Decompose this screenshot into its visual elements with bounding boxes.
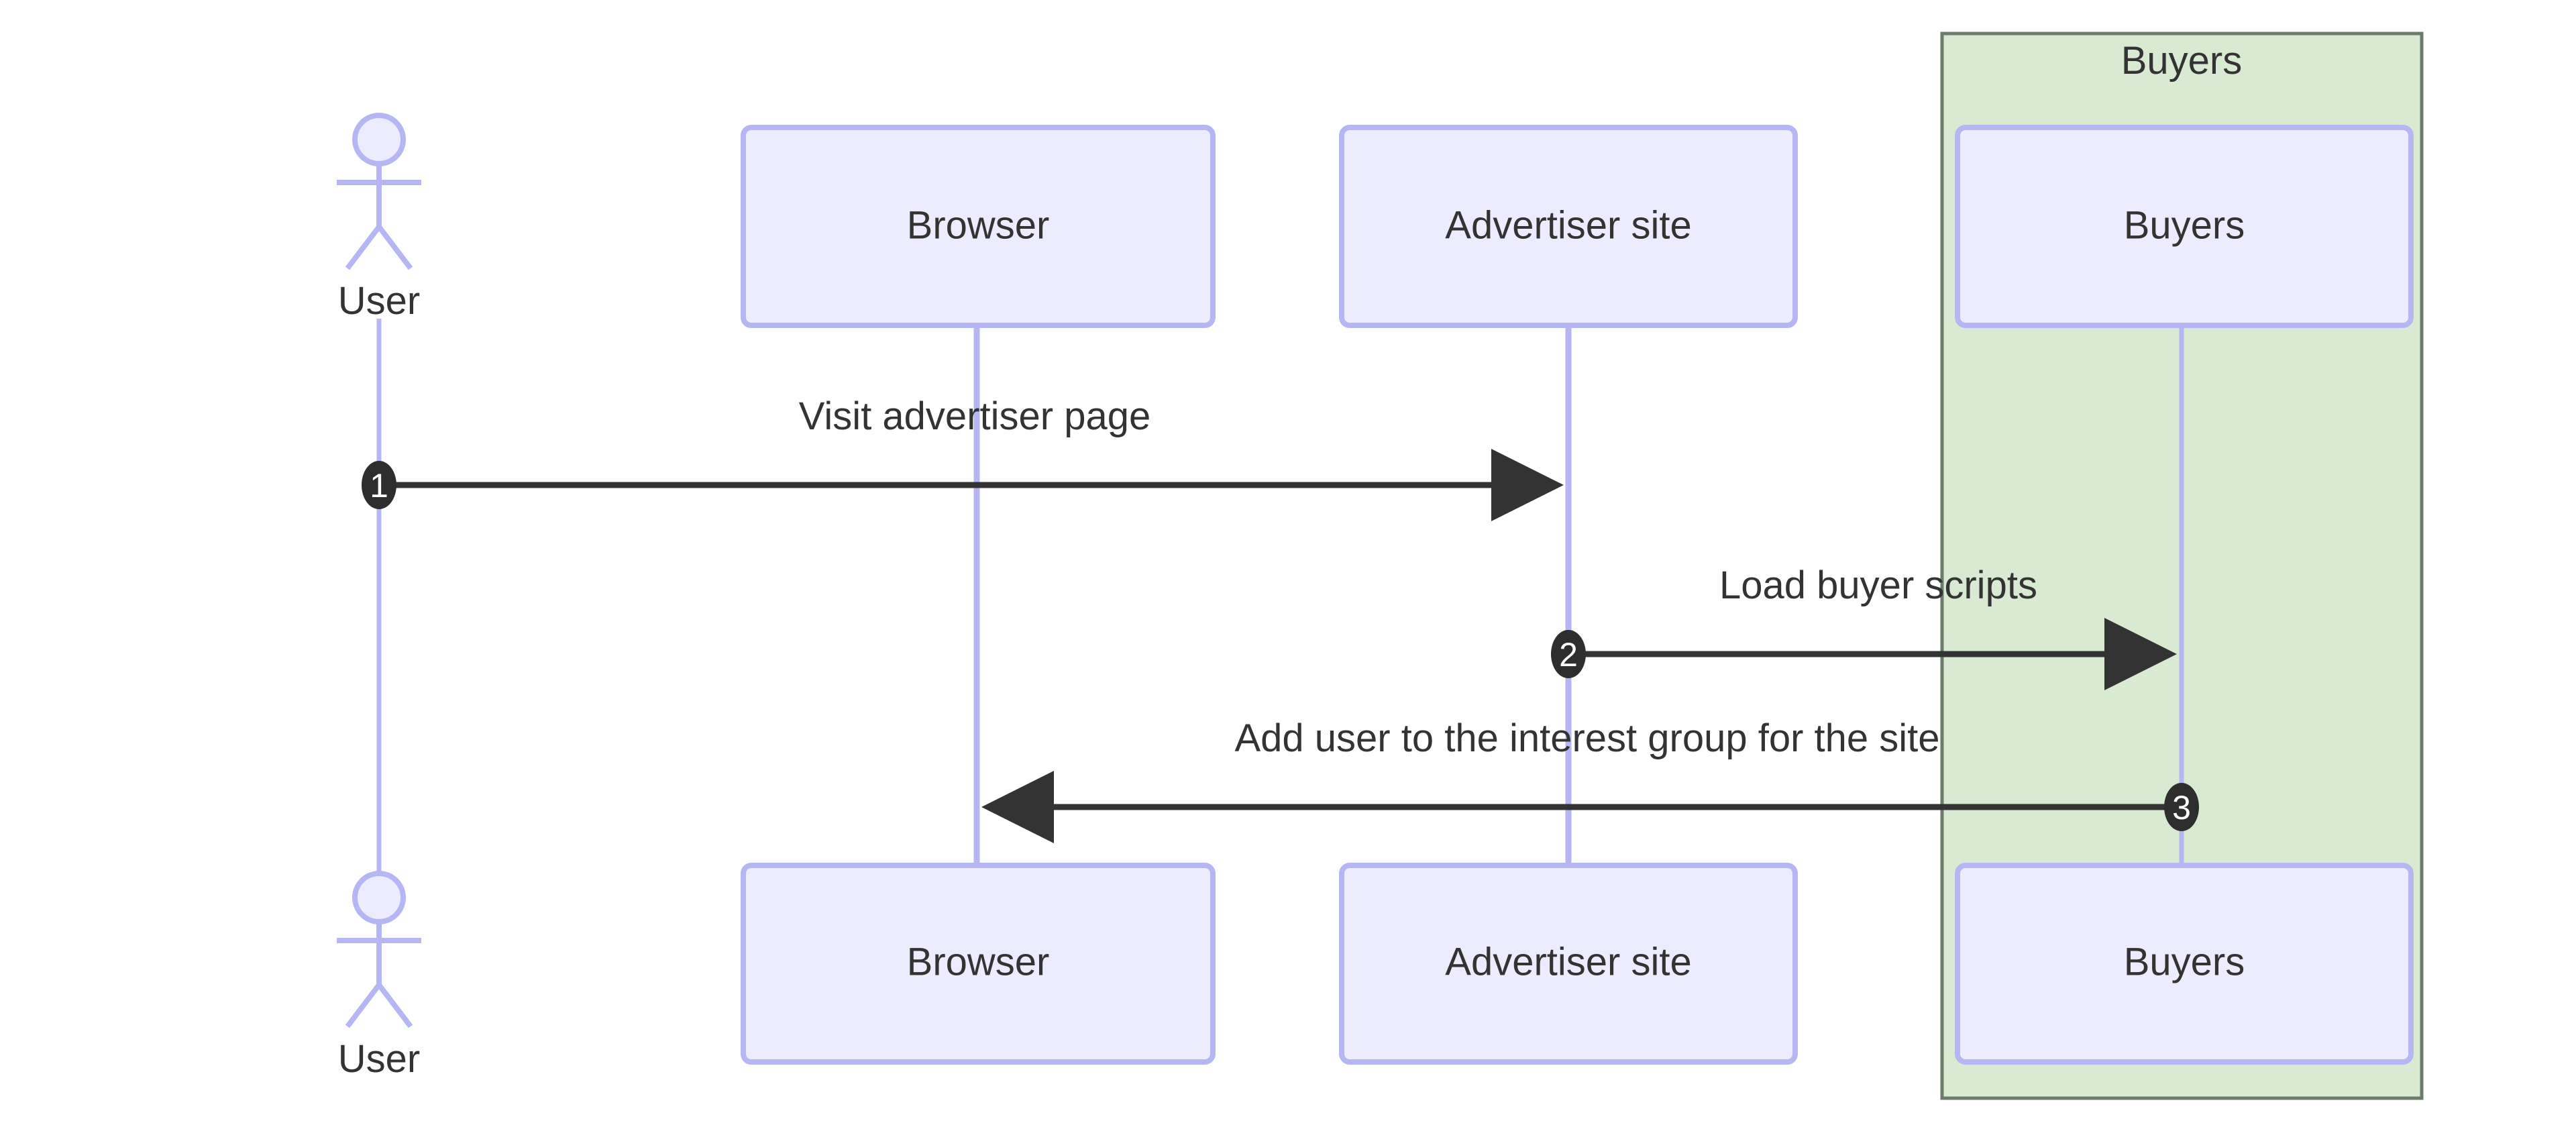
participant-label-advertiser-site-top: Advertiser site (1445, 203, 1691, 247)
participant-browser-top[interactable]: Browser (741, 125, 1216, 328)
participant-browser-bottom[interactable]: Browser (741, 863, 1216, 1065)
message-3[interactable]: Add user to the interest group for the s… (981, 716, 2199, 843)
message-2-label: Load buyer scripts (1719, 564, 2037, 607)
actor-head-icon (352, 871, 406, 924)
actor-leg-right-icon (376, 225, 413, 270)
actor-user-top[interactable]: User (337, 113, 421, 323)
actor-leg-left-icon (345, 225, 382, 270)
message-1-marker (362, 461, 396, 509)
participant-buyers-bottom[interactable]: Buyers (1955, 863, 2414, 1065)
message-1[interactable]: Visit advertiser page 1 (362, 394, 1564, 521)
message-3-marker (2164, 783, 2199, 831)
participant-label-browser-bottom: Browser (907, 940, 1050, 983)
participant-box-browser-bottom[interactable] (741, 863, 1216, 1065)
lifelines (376, 319, 2184, 872)
participant-label-advertiser-site-bottom: Advertiser site (1445, 940, 1691, 983)
message-2-number: 2 (1559, 636, 1578, 674)
actor-label-user-top: User (338, 279, 420, 323)
participant-box-buyers-top[interactable] (1955, 125, 2414, 328)
message-1-number: 1 (370, 467, 388, 504)
participant-box-browser-top[interactable] (741, 125, 1216, 328)
actor-leg-left-icon (345, 983, 382, 1028)
message-2[interactable]: Load buyer scripts 2 (1551, 564, 2177, 690)
participant-buyers-top[interactable]: Buyers (1955, 125, 2414, 328)
actor-leg-right-icon (376, 983, 413, 1028)
message-3-number: 3 (2172, 789, 2191, 826)
participant-advertiser-site-bottom[interactable]: Advertiser site (1339, 863, 1798, 1065)
participant-box-advertiser-site-top[interactable] (1339, 125, 1798, 328)
group-box-label: Buyers (2121, 39, 2243, 83)
participant-box-buyers-bottom[interactable] (1955, 863, 2414, 1065)
actor-label-user-bottom: User (338, 1037, 420, 1081)
message-1-label: Visit advertiser page (799, 394, 1150, 438)
participant-label-buyers-top: Buyers (2124, 203, 2245, 247)
participant-label-buyers-bottom: Buyers (2124, 940, 2245, 983)
message-3-label: Add user to the interest group for the s… (1234, 716, 1939, 760)
message-2-marker (1551, 630, 1586, 678)
actor-user-bottom[interactable]: User (337, 871, 421, 1081)
participant-label-browser-top: Browser (907, 203, 1050, 247)
actor-head-icon (352, 113, 406, 166)
participant-advertiser-site-top[interactable]: Advertiser site (1339, 125, 1798, 328)
participant-box-advertiser-site-bottom[interactable] (1339, 863, 1798, 1065)
